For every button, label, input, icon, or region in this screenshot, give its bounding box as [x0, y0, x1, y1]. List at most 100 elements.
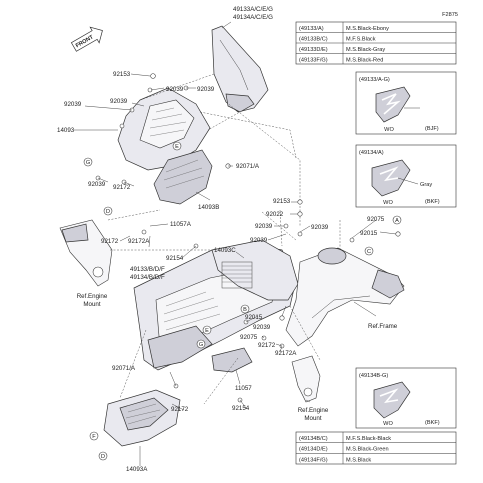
- part-label-92039-d: 92039: [110, 98, 128, 105]
- part-label-14093: 14093: [57, 127, 75, 134]
- callout-2-note: Gray: [420, 182, 432, 188]
- part-label-92075-b: 92075: [240, 334, 258, 341]
- part-label-92022: 92022: [266, 211, 284, 218]
- callout-box-49134b: (49134B-G) WO (BKF): [355, 367, 457, 429]
- color-table-bottom: (49134B/C) M.F.S.Black-Black (49134D/E) …: [295, 431, 457, 465]
- callout-3-title: (49134B-G): [359, 373, 388, 379]
- part-label-92172-a: 92172: [113, 184, 131, 191]
- svg-text:F: F: [92, 434, 96, 440]
- ref-engine-mount-1b: Mount: [83, 301, 100, 308]
- part-label-14093a: 14093A: [126, 466, 148, 473]
- svg-text:D: D: [106, 209, 110, 215]
- part-label-49133-mid: 49133/B/D/F: [130, 266, 165, 273]
- table-bottom-code-2: (49134F/G): [299, 457, 328, 463]
- part-label-49134-mid: 49134/B/D/F: [130, 274, 165, 281]
- front-arrow-icon: FRONT: [70, 26, 103, 52]
- callout-box-49133: (49133/A-G) WO (BJF): [355, 71, 457, 135]
- part-label-11057a: 11057A: [170, 221, 192, 228]
- ref-engine-mount-2b: Mount: [304, 415, 321, 422]
- part-label-14093c: 14093C: [214, 247, 236, 254]
- part-label-92039-c: 92039: [64, 101, 82, 108]
- part-label-92039-left: 92039: [88, 181, 106, 188]
- table-top-code-1: (49133B/C): [299, 37, 328, 43]
- table-bottom-color-1: M.S.Black-Green: [346, 447, 389, 453]
- part-label-92015-b: 92015: [245, 314, 263, 321]
- figure-code: F2875: [442, 12, 458, 18]
- part-label-92039-e: 92039: [255, 223, 273, 230]
- callout-1-title: (49133/A-G): [359, 77, 390, 83]
- part-label-92172-c: 92172: [258, 342, 276, 349]
- callout-3-tag: (BKF): [425, 420, 440, 426]
- table-top-color-1: M.F.S.Black: [346, 37, 376, 43]
- marker-g-mid: G: [196, 339, 206, 349]
- callout-box-49134a: (49134/A) Gray WO (BKF): [355, 144, 457, 208]
- part-label-92172-d: 92172: [171, 406, 189, 413]
- engine-mount-left-part: [59, 219, 113, 287]
- color-table-top: (49133/A) M.S.Black-Ebony (49133B/C) M.F…: [295, 21, 457, 65]
- marker-a-right: A: [392, 215, 402, 225]
- front-fairing-part: [117, 87, 211, 171]
- table-bottom-code-0: (49134B/C): [299, 436, 328, 442]
- table-top-code-2: (49133D/E): [299, 47, 328, 53]
- svg-text:C: C: [367, 249, 371, 255]
- svg-text:D: D: [101, 454, 105, 460]
- letter-markers: E G D A C B E G F D: [83, 141, 402, 461]
- part-label-92172a-b: 92172A: [275, 350, 297, 357]
- lower-bracket-part: [103, 389, 181, 447]
- part-label-11057: 11057: [235, 385, 252, 392]
- part-label-92154-a: 92154: [166, 255, 184, 262]
- svg-text:B: B: [243, 307, 247, 313]
- part-label-92153-a: 92153: [113, 71, 131, 78]
- ref-engine-mount-2: Ref.Engine: [298, 407, 329, 414]
- part-label-92039-b: 92039: [197, 86, 215, 93]
- part-label-92172-b: 92172: [101, 238, 119, 245]
- svg-text:G: G: [86, 160, 90, 166]
- table-top-color-3: M.S.Black-Red: [346, 58, 383, 64]
- table-bottom-code-1: (49134D/E): [299, 447, 328, 453]
- marker-d-bottom: D: [98, 451, 108, 461]
- callout-2-title: (49134/A): [359, 150, 384, 156]
- part-label-14093b: 14093B: [198, 204, 219, 211]
- part-label-92071a-b: 92071/A: [112, 365, 136, 372]
- svg-text:A: A: [395, 218, 399, 224]
- marker-e-top: E: [172, 141, 182, 151]
- table-bottom-color-2: M.S.Black: [346, 457, 371, 463]
- ref-engine-mount-1: Ref.Engine: [77, 293, 108, 300]
- marker-d-left: D: [103, 206, 113, 216]
- part-label-92154-b: 92154: [232, 405, 250, 412]
- svg-text:G: G: [199, 342, 203, 348]
- marker-g-left: G: [83, 157, 93, 167]
- callout-2-wo: WO: [383, 200, 393, 206]
- inner-grille-part: [211, 239, 299, 301]
- table-top-code-0: (49133/A): [299, 26, 324, 32]
- part-label-92172a-a: 92172A: [128, 238, 150, 245]
- small-bracket-part: [211, 347, 253, 373]
- callout-2-tag: (BKF): [425, 199, 440, 205]
- part-label-49133-top: 49133A/C/E/G: [233, 6, 273, 13]
- marker-e-mid: E: [202, 325, 212, 335]
- svg-text:E: E: [205, 328, 209, 334]
- part-label-92075-a: 92075: [367, 216, 385, 223]
- ref-frame-label: Ref.Frame: [368, 323, 398, 330]
- table-top-code-3: (49133F/G): [299, 58, 328, 64]
- part-label-92153-b: 92153: [273, 198, 291, 205]
- table-top-color-0: M.S.Black-Ebony: [346, 26, 389, 32]
- part-label-49134-top: 49134A/C/E/G: [233, 14, 273, 21]
- leader-lines: [74, 21, 397, 466]
- part-label-92039-g: 92039: [250, 237, 268, 244]
- part-labels: 49133A/C/E/G 49134A/C/E/G 92153 92039 92…: [57, 6, 398, 473]
- marker-f-bottom: F: [89, 431, 99, 441]
- part-label-92015-a: 92015: [360, 230, 378, 237]
- marker-c-right: C: [364, 246, 374, 256]
- part-label-92039-a: 92039: [166, 86, 184, 93]
- callout-1-wo: WO: [384, 127, 394, 133]
- side-bracket-part: [153, 149, 213, 205]
- part-label-92039-f: 92039: [311, 224, 329, 231]
- part-label-92039-h: 92039: [253, 324, 271, 331]
- callout-1-tag: (BJF): [425, 126, 439, 132]
- table-top-color-2: M.S.Black-Gray: [346, 47, 385, 53]
- callout-3-wo: WO: [383, 421, 393, 427]
- frame-part: [285, 247, 405, 347]
- upper-shroud-part: [211, 25, 269, 113]
